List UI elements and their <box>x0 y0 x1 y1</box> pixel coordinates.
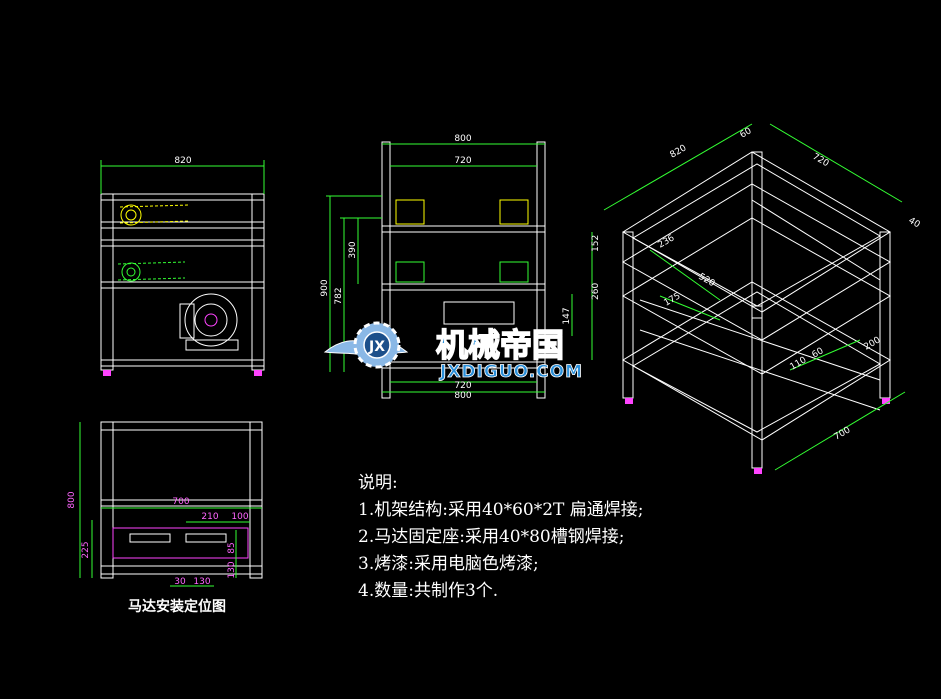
side-outer-dim: 800 <box>454 134 471 144</box>
motor-bottom-height-dim: 225 <box>81 541 91 558</box>
iso-dim-40: 40 <box>907 216 922 231</box>
side-height-dim-900: 900 <box>320 279 330 296</box>
iso-dim-60b: 60 <box>811 346 826 361</box>
side-height-dim-390: 390 <box>348 241 358 258</box>
logo-cn-text: 机械帝国 <box>436 326 564 364</box>
side-bottom-outer-dim: 800 <box>454 391 471 401</box>
side-height-dim-147: 147 <box>562 307 572 324</box>
side-height-dim-782: 782 <box>334 287 344 304</box>
motor-top-dim-100: 100 <box>231 512 248 522</box>
motor-view-caption: 马达安装定位图 <box>128 599 226 615</box>
front-width-dim: 820 <box>174 156 191 166</box>
note-item-4: 4.数量:共制作3个. <box>358 581 499 601</box>
side-inner-dim: 720 <box>454 156 471 166</box>
motor-top-dim-210: 210 <box>201 512 218 522</box>
notes-block: 说明: 1.机架结构:采用40*60*2T 扁通焊接; 2.马达固定座:采用40… <box>358 470 644 605</box>
logo-watermark: JX 机械帝国 JXDIGUO.COM <box>323 321 583 382</box>
iso-dim-236: 236 <box>657 233 677 250</box>
side-bottom-inner-dim: 720 <box>454 381 471 391</box>
note-item-2: 2.马达固定座:采用40*80槽钢焊接; <box>358 527 625 547</box>
motor-bottom-dim-130: 130 <box>193 577 210 587</box>
iso-dim-60: 60 <box>739 126 754 141</box>
motor-side-dim-85: 85 <box>227 542 237 553</box>
side-view <box>326 141 573 399</box>
iso-dim-700: 700 <box>833 425 853 442</box>
motor-bottom-dim-30: 30 <box>174 577 186 587</box>
motor-width-dim: 700 <box>172 497 189 507</box>
iso-dim-520: 520 <box>697 272 717 289</box>
motor-side-dim-130: 130 <box>227 561 237 578</box>
logo-en-text: JXDIGUO.COM <box>439 362 583 382</box>
motor-height-dim: 800 <box>67 491 77 508</box>
front-view <box>100 160 265 376</box>
motor-view <box>79 421 263 587</box>
iso-dim-152: 152 <box>591 235 601 252</box>
note-item-3: 3.烤漆:采用电脑色烤漆; <box>358 554 539 574</box>
svg-text:JX: JX <box>368 339 385 355</box>
iso-dim-110: 110 <box>789 355 809 372</box>
iso-dim-820: 820 <box>669 143 689 160</box>
note-item-1: 1.机架结构:采用40*60*2T 扁通焊接; <box>358 500 644 520</box>
iso-dim-260: 260 <box>591 283 601 300</box>
notes-title: 说明: <box>358 473 398 493</box>
iso-view <box>591 123 906 474</box>
iso-dim-720: 720 <box>811 152 831 169</box>
